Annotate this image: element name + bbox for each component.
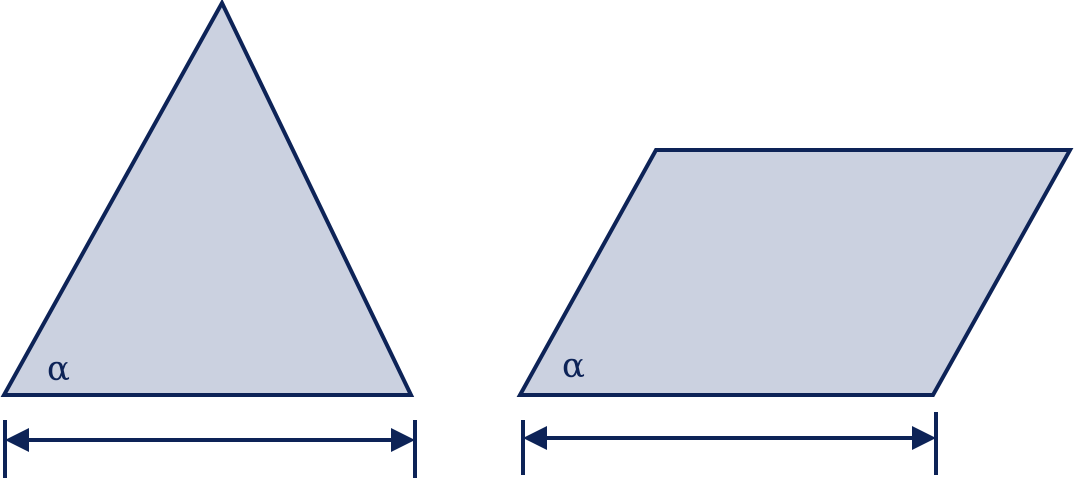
parallelogram (516, 148, 1074, 397)
triangle (0, 0, 415, 397)
parallelogram-angle-label: α (562, 346, 585, 386)
parallelogram-base-dimension (521, 412, 938, 475)
triangle-dim-right-arrowhead (391, 428, 415, 452)
triangle-dim-left-arrowhead (5, 428, 29, 452)
parallelogram-dim-right-arrowhead (912, 426, 936, 450)
parallelogram-group: α (516, 148, 1074, 475)
triangle-angle-label: α (47, 349, 70, 389)
parallelogram-dim-left-arrowhead (523, 426, 547, 450)
triangle-group: α (0, 0, 417, 478)
triangle-base-dimension (3, 420, 417, 478)
